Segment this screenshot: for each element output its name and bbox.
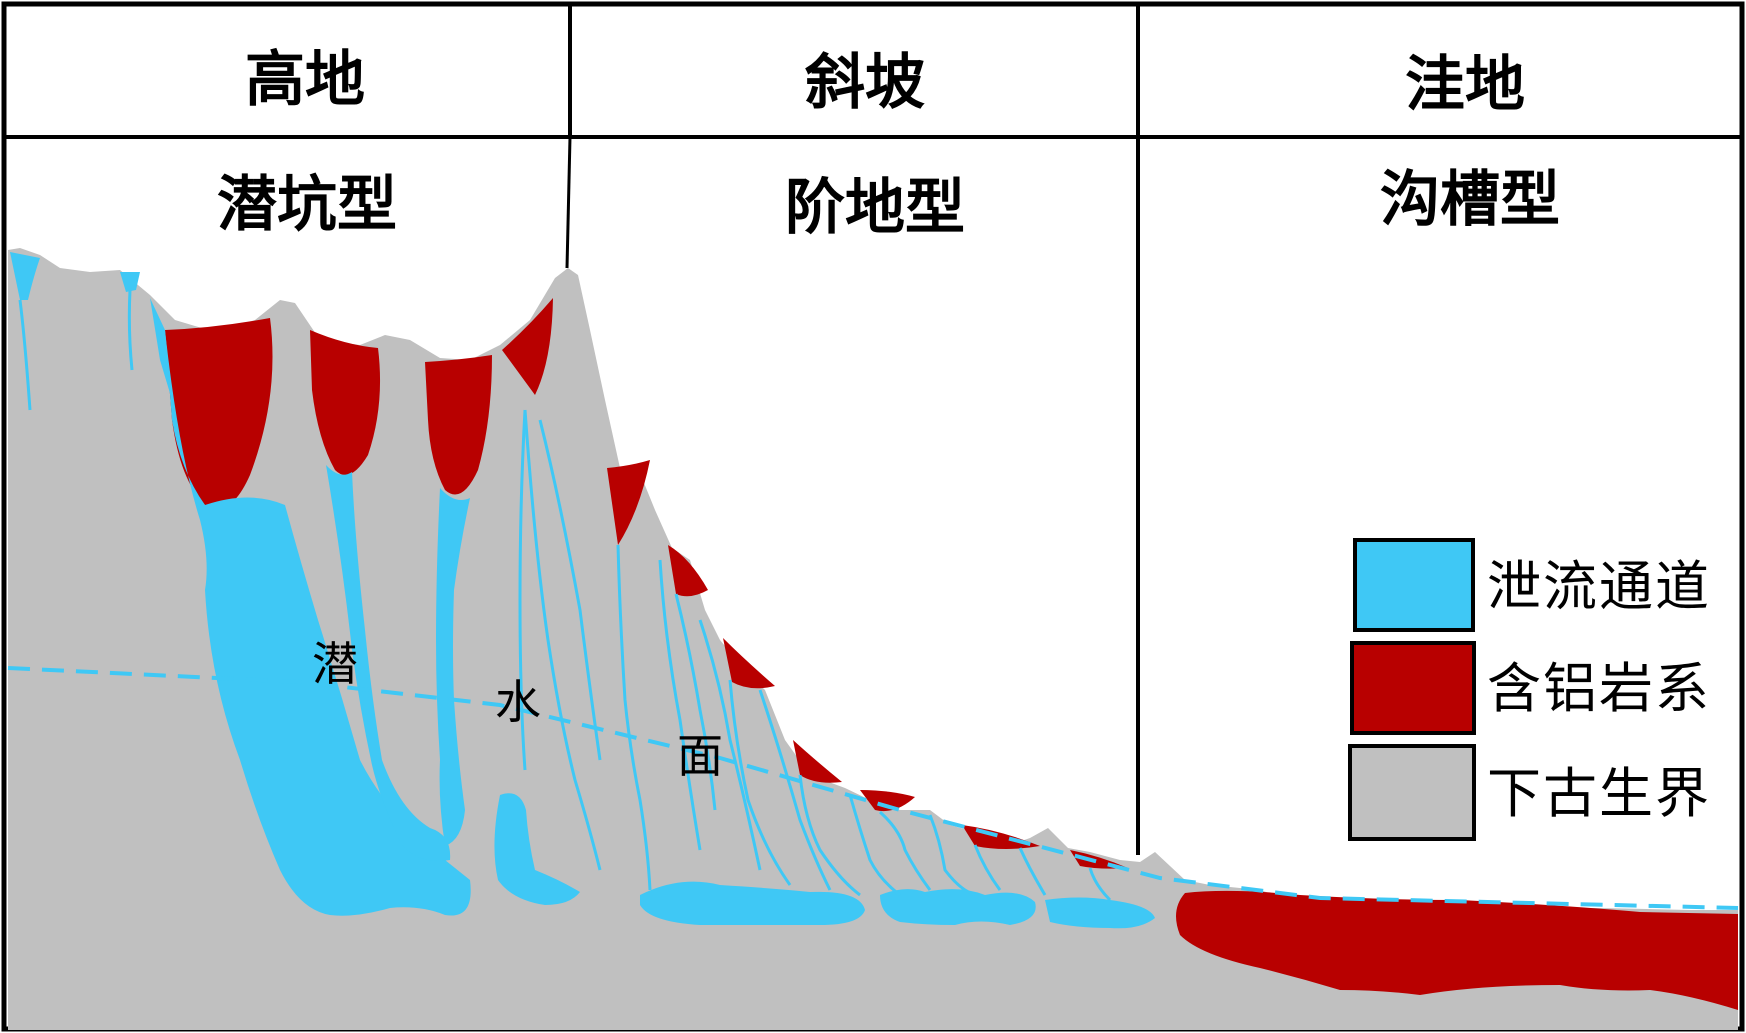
- legend-label-bauxite: 含铝岩系: [1487, 657, 1711, 720]
- legend-swatch-bauxite: [1350, 641, 1476, 735]
- channel-top-left: [10, 252, 40, 300]
- drainage-channels: [10, 252, 1155, 929]
- bauxite-trough: [1176, 890, 1738, 1010]
- bauxite-pocket-4: [502, 298, 553, 395]
- legend-swatch-bedrock: [1348, 744, 1476, 841]
- zone-name-slope: 斜坡: [805, 48, 925, 118]
- bauxite-bodies: [165, 298, 1738, 1010]
- col-divider-1: [565, 136, 572, 269]
- bauxite-terrace-2: [668, 545, 708, 597]
- water-table-label-1: 潜: [312, 637, 358, 691]
- water-table-label-2: 水: [495, 675, 541, 729]
- legend: 泄流通道 含铝岩系 下古生界: [1348, 538, 1711, 841]
- legend-label-channel: 泄流通道: [1487, 555, 1711, 618]
- channel-7: [1045, 897, 1155, 929]
- fissure-lines: [18, 289, 1112, 902]
- channel-1: [165, 330, 471, 916]
- bauxite-terrace-1: [607, 460, 650, 545]
- legend-swatch-channel: [1353, 538, 1475, 632]
- zone-type-depression: 沟槽型: [1380, 165, 1560, 235]
- zone-name-highland: 高地: [245, 45, 365, 115]
- water-table-line: [7, 666, 1739, 910]
- bauxite-pocket-3: [425, 355, 492, 495]
- zone-type-slope: 阶地型: [785, 173, 965, 243]
- channel-4: [494, 793, 580, 905]
- zone-name-depression: 洼地: [1405, 50, 1525, 120]
- channel-top-right: [150, 298, 172, 400]
- channel-2: [326, 465, 451, 861]
- bauxite-pocket-1: [165, 318, 273, 509]
- channel-5: [640, 881, 865, 925]
- bauxite-pocket-2: [310, 330, 381, 475]
- bauxite-terrace-4: [793, 740, 842, 783]
- legend-label-bedrock: 下古生界: [1487, 762, 1711, 825]
- bauxite-terrace-5: [860, 790, 915, 812]
- channel-top-mid: [120, 272, 140, 292]
- channel-3: [436, 488, 470, 846]
- bauxite-terrace-3: [723, 638, 775, 689]
- zone-type-highland: 潜坑型: [217, 170, 397, 240]
- channel-6: [880, 889, 1036, 925]
- water-table-label-3: 面: [677, 729, 723, 783]
